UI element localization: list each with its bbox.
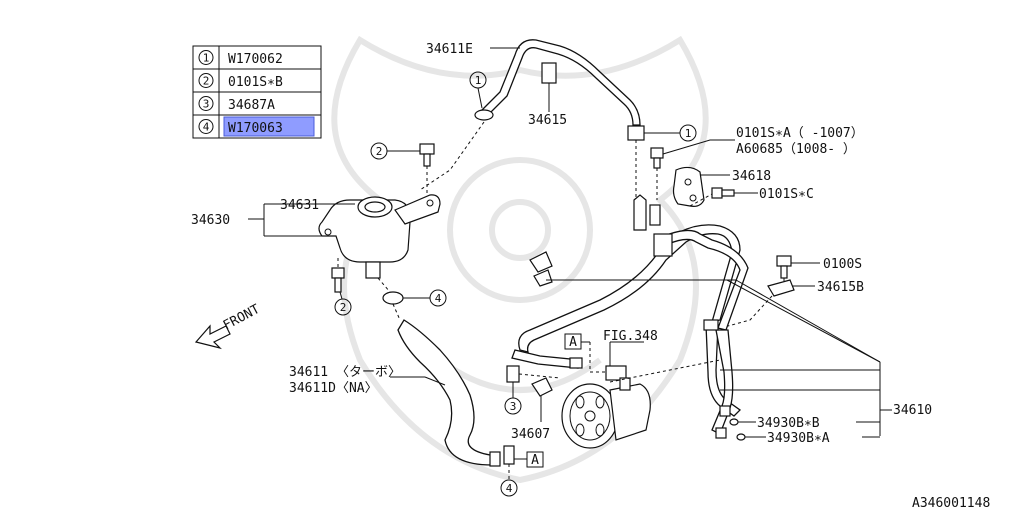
svg-text:3: 3	[510, 400, 517, 413]
bolt-0101s-b-lower[interactable]	[331, 267, 345, 293]
legend-row-3[interactable]: 3 34687A	[198, 96, 275, 114]
label-0100s[interactable]: 0100S	[823, 257, 862, 272]
label-34618[interactable]: 34618	[732, 169, 771, 184]
legend-row-4[interactable]: 4 W170063	[198, 119, 283, 137]
svg-text:4: 4	[506, 482, 513, 495]
legend-num-3: 3	[203, 98, 210, 111]
ref-box-a-upper[interactable]: A	[564, 333, 582, 350]
legend-row-2[interactable]: 2 0101S∗B	[198, 73, 283, 91]
label-34610[interactable]: 34610	[893, 403, 932, 418]
callout-4-upper[interactable]: 4	[429, 289, 447, 307]
label-0101s-a[interactable]: 0101S∗A（ -1007）	[736, 126, 864, 141]
bolt-0101s-c[interactable]	[711, 187, 735, 199]
label-34930b-a[interactable]: 34930B∗A	[767, 431, 830, 446]
suction-hose-34611[interactable]	[397, 319, 501, 467]
bolt-0101s-b-upper[interactable]	[419, 143, 435, 167]
callout-4-lower[interactable]: 4	[500, 479, 518, 497]
legend-code-4: W170063	[228, 121, 283, 136]
svg-text:1: 1	[685, 127, 692, 140]
bolt-0101s-a[interactable]	[650, 147, 664, 169]
diagram-id: A346001148	[912, 496, 990, 511]
power-steering-pump[interactable]	[561, 365, 651, 449]
callout-1-right[interactable]: 1	[679, 124, 697, 142]
legend-num-4: 4	[203, 121, 210, 134]
bolt-0100s[interactable]	[776, 255, 792, 279]
label-34615b[interactable]: 34615B	[817, 280, 864, 295]
hose-end-fitting[interactable]	[627, 125, 645, 141]
svg-text:2: 2	[376, 145, 383, 158]
label-34611e[interactable]: 34611E	[426, 42, 473, 57]
label-a60685[interactable]: A60685（1008- ）	[736, 142, 856, 157]
label-34607[interactable]: 34607	[511, 427, 550, 442]
legend-row-1[interactable]: 1 W170062	[198, 50, 283, 68]
svg-text:A: A	[531, 453, 539, 468]
label-front: FRONT	[221, 302, 263, 334]
o-ring-34930b-a[interactable]	[736, 433, 746, 441]
front-arrow-icon	[194, 324, 231, 350]
legend-num-1: 1	[203, 52, 210, 65]
svg-text:1: 1	[475, 74, 482, 87]
svg-text:2: 2	[340, 301, 347, 314]
pressure-hose-34610[interactable]	[511, 194, 749, 439]
legend-code-1: W170062	[228, 52, 283, 67]
ref-box-a-lower[interactable]: A	[526, 451, 544, 468]
callout-2-lower[interactable]: 2	[334, 298, 352, 316]
svg-text:A: A	[569, 335, 577, 350]
o-ring-34930b-b[interactable]	[729, 418, 739, 426]
bracket-34618[interactable]	[672, 166, 705, 207]
clamp-34615[interactable]	[541, 62, 557, 84]
label-34611d[interactable]: 34611D〈NA〉	[289, 381, 378, 396]
label-34615[interactable]: 34615	[528, 113, 567, 128]
hose-clamp-1[interactable]	[474, 109, 494, 121]
hose-clamp-4-upper[interactable]	[382, 291, 404, 305]
legend-code-2: 0101S∗B	[228, 75, 283, 90]
callout-1-upper[interactable]: 1	[469, 71, 487, 89]
legend-table: 1 W170062 2 0101S∗B 3 34687A 4 W170063	[192, 45, 322, 139]
hose-clip-34607-upper[interactable]	[529, 251, 553, 287]
callout-3[interactable]: 3	[504, 397, 522, 415]
legend-num-2: 2	[203, 75, 210, 88]
label-34631[interactable]: 34631	[280, 198, 319, 213]
hose-clamp-4-lower[interactable]	[503, 445, 515, 465]
hose-clip-34607-lower[interactable]	[531, 377, 553, 397]
label-34930b-b[interactable]: 34930B∗B	[757, 416, 820, 431]
reservoir-tank-34631[interactable]	[318, 194, 441, 279]
label-0101s-c[interactable]: 0101S∗C	[759, 187, 814, 202]
callout-2-upper[interactable]: 2	[370, 142, 388, 160]
legend-row-4-highlight	[223, 116, 315, 137]
label-34630[interactable]: 34630	[191, 213, 230, 228]
union-bolt-34687a[interactable]	[506, 365, 520, 383]
label-34611[interactable]: 34611 〈ターボ〉	[289, 365, 401, 380]
legend-code-3: 34687A	[228, 98, 275, 113]
label-fig-348[interactable]: FIG.348	[603, 329, 658, 344]
svg-text:4: 4	[435, 292, 442, 305]
clamp-34615b[interactable]	[767, 279, 795, 297]
